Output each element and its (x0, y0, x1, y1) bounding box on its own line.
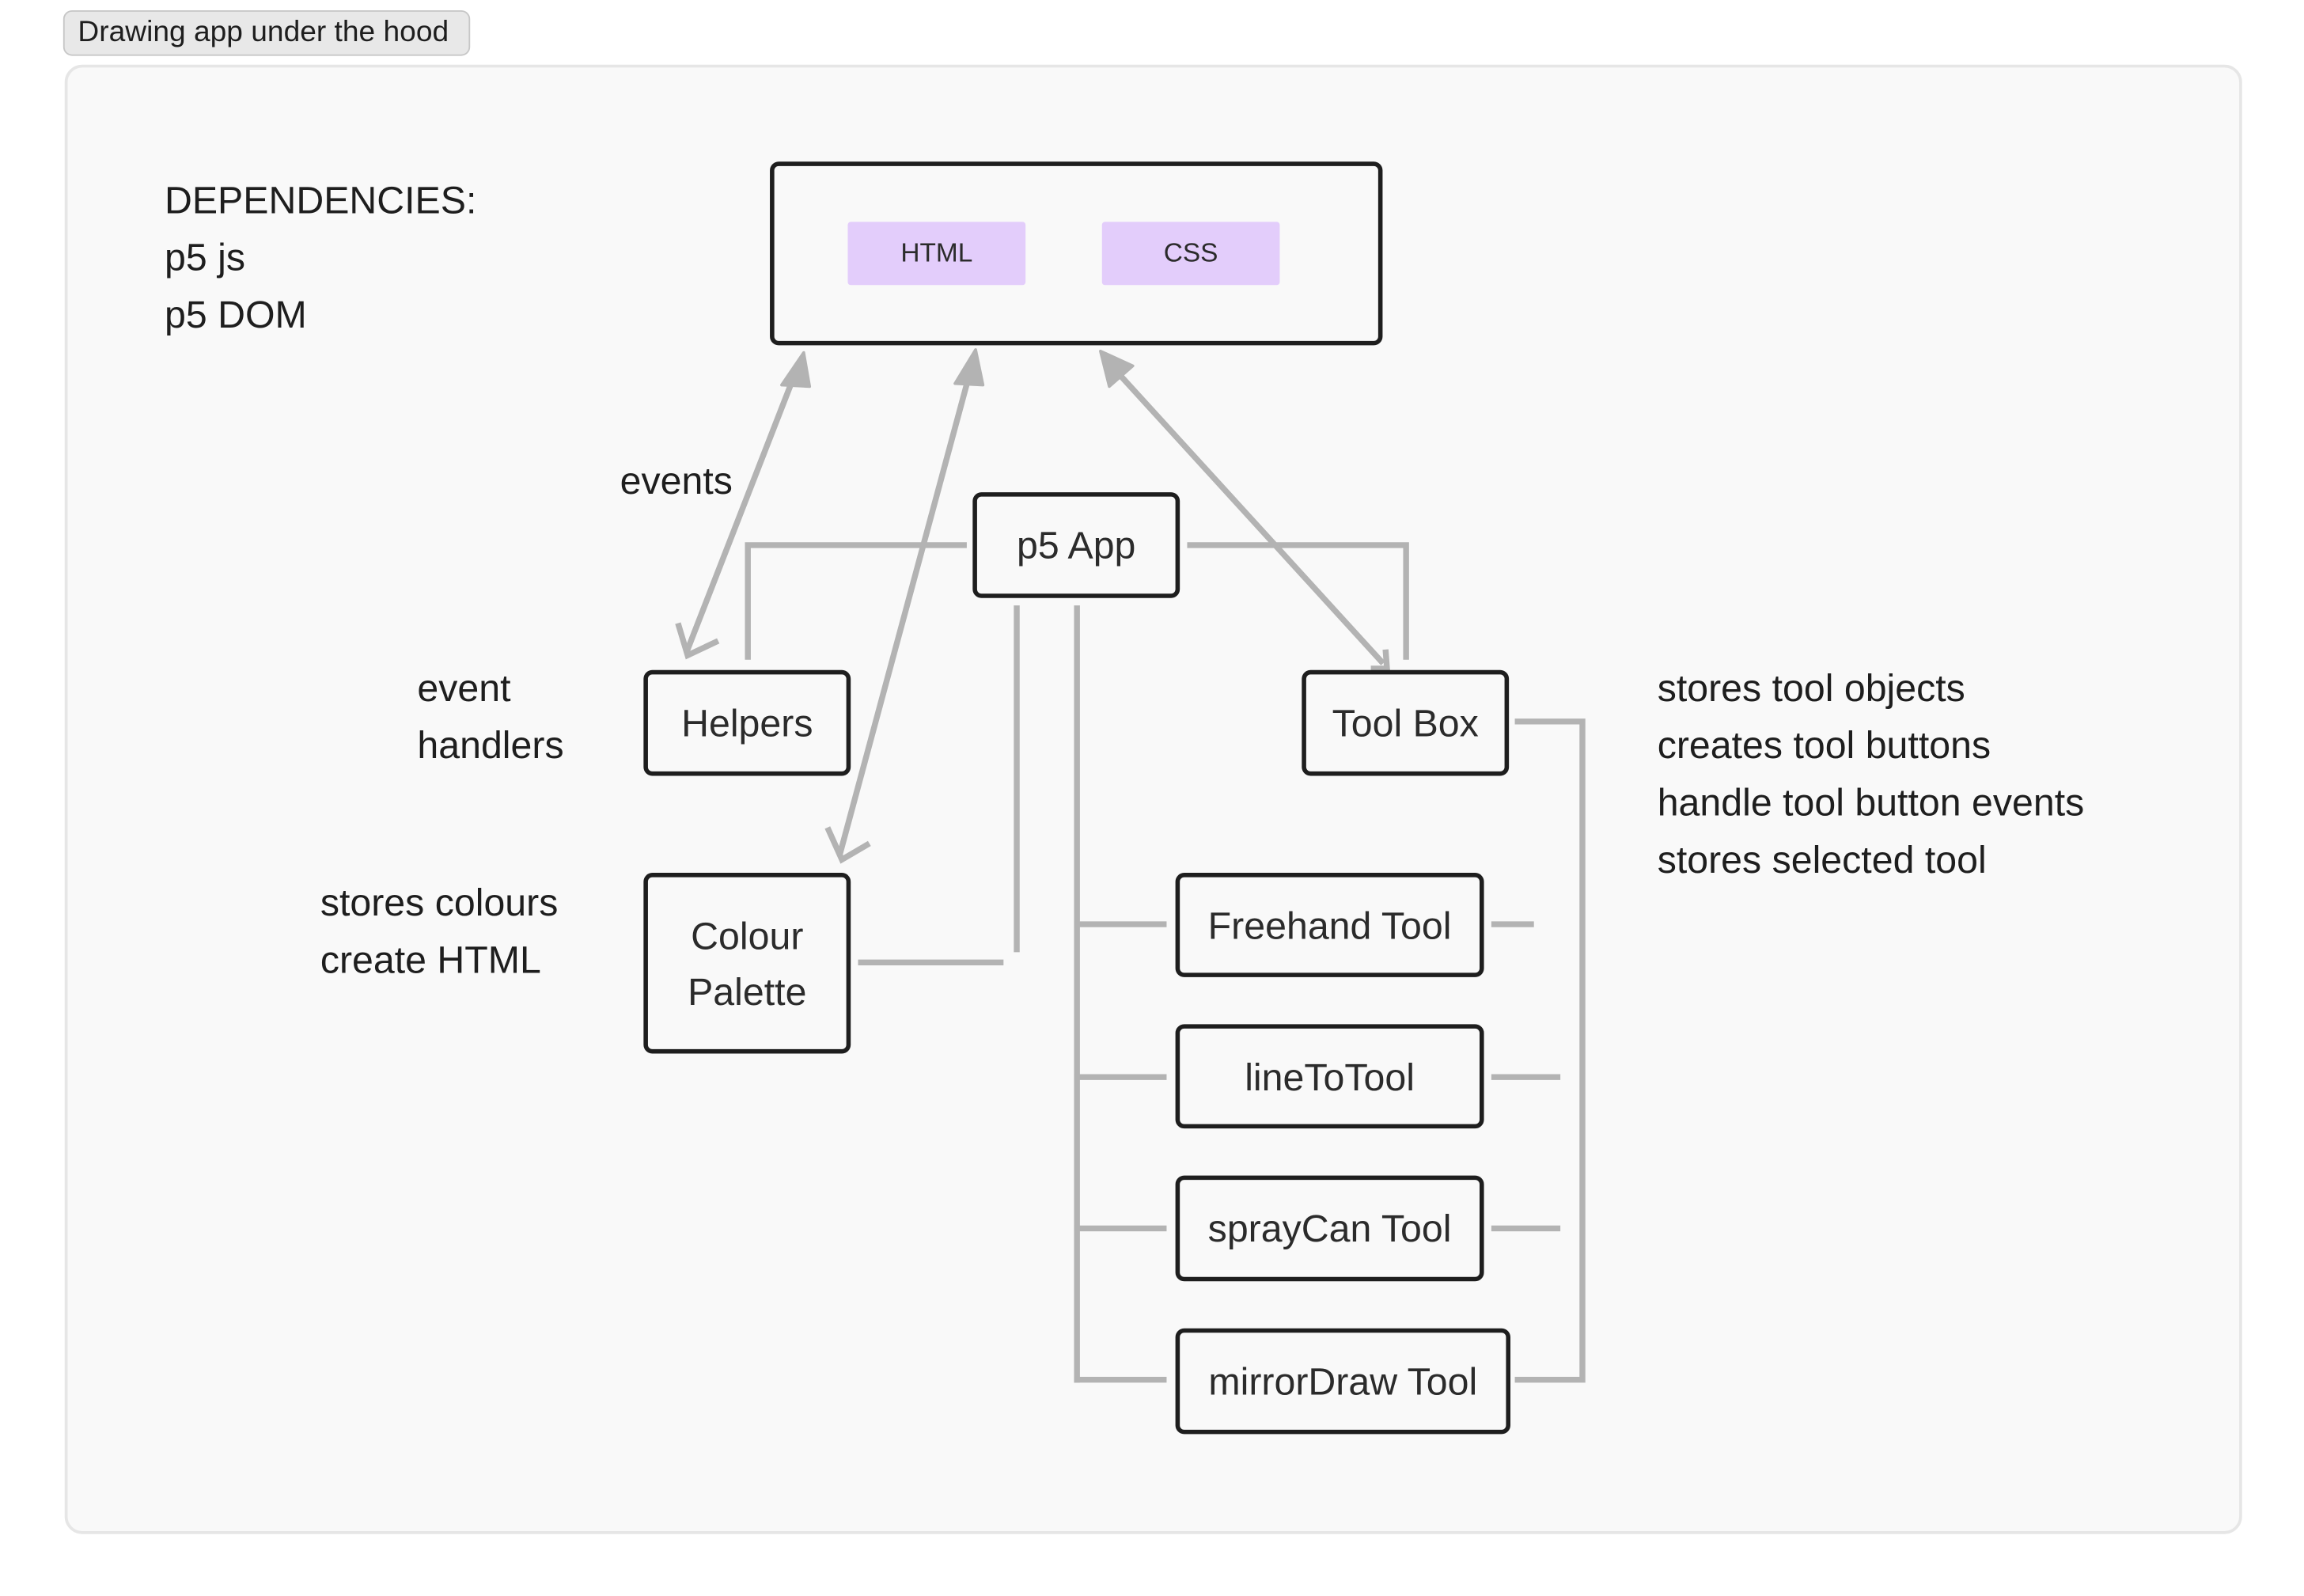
palette-notes[interactable]: stores colours create HTML (320, 874, 559, 989)
p5-app-node[interactable]: p5 App (972, 492, 1180, 598)
toolbox-notes[interactable]: stores tool objects creates tool buttons… (1658, 660, 2085, 889)
toolbox-note-line4: stores selected tool (1657, 837, 1987, 882)
toolbox-note-line3: handle tool button events (1657, 780, 2085, 825)
frame-title[interactable]: Drawing app under the hood (63, 9, 471, 56)
toolbox-note-line2: creates tool buttons (1657, 722, 1991, 768)
spraycan-tool-node[interactable]: sprayCan Tool (1175, 1175, 1484, 1282)
helpers-node[interactable]: Helpers (643, 669, 851, 776)
toolbox-node[interactable]: Tool Box (1302, 669, 1510, 776)
helpers-notes[interactable]: event handlers (417, 660, 563, 775)
helpers-note-line2: handlers (417, 722, 564, 768)
helpers-note-line1: event (417, 665, 511, 710)
dependency-p5js: p5 js (164, 235, 245, 279)
dependency-p5dom: p5 DOM (164, 292, 307, 337)
toolbox-note-line1: stores tool objects (1657, 665, 1965, 710)
html-chip[interactable]: HTML (847, 222, 1026, 286)
colour-palette-node[interactable]: Colour Palette (643, 873, 851, 1054)
mirrordraw-tool-node[interactable]: mirrorDraw Tool (1175, 1328, 1510, 1435)
colour-palette-line2: Palette (688, 969, 807, 1014)
palette-note-line2: create HTML (320, 937, 541, 982)
css-chip[interactable]: CSS (1101, 222, 1280, 286)
colour-palette-line1: Colour (691, 913, 804, 957)
freehand-tool-node[interactable]: Freehand Tool (1175, 873, 1484, 977)
lineto-tool-node[interactable]: lineToTool (1175, 1024, 1484, 1129)
palette-note-line1: stores colours (320, 880, 559, 925)
dependencies-note[interactable]: DEPENDENCIES: p5 js p5 DOM (165, 172, 476, 343)
events-label[interactable]: events (620, 458, 733, 503)
dependencies-heading: DEPENDENCIES: (164, 177, 477, 222)
